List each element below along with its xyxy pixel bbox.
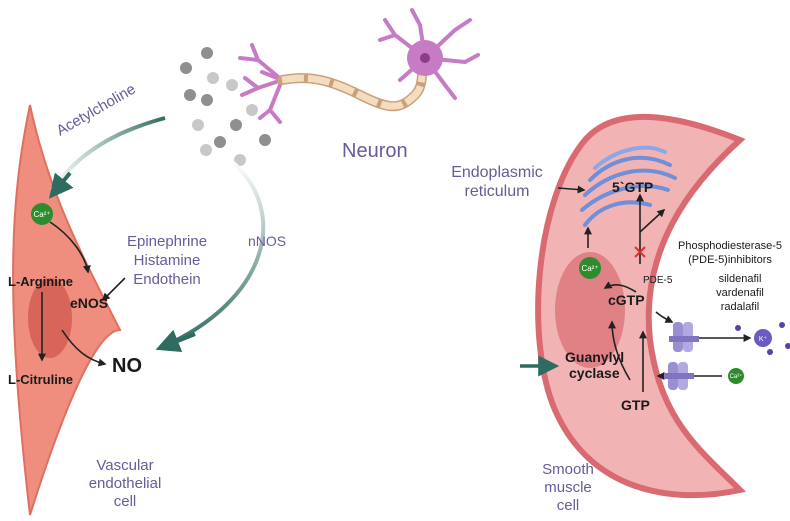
vascular-label-line2: endothelial: [89, 475, 162, 492]
acetylcholine-arrowhead: [48, 171, 74, 199]
smooth-label-line2: muscle: [544, 479, 592, 496]
calcium-ion-icon: Ca²⁺: [579, 257, 601, 279]
ion-channel-icon: [664, 362, 694, 390]
neurotransmitter-dots: [180, 47, 271, 166]
smooth-label-line1: Smooth: [542, 461, 594, 478]
endothein-label: Endothein: [133, 271, 201, 288]
epinephrine-label: Epinephrine: [127, 233, 207, 250]
gtp-label: GTP: [621, 397, 650, 413]
sildenafil-label: sildenafil: [719, 273, 762, 285]
l-arginine-label: L-Arginine: [8, 274, 73, 289]
cgtp-label: cGTP: [608, 292, 645, 308]
calcium-label-endothelial: Ca²⁺: [33, 210, 50, 219]
guanylyl-label-line2: cyclase: [569, 365, 620, 381]
er-label-line1: Endoplasmic: [451, 164, 543, 181]
potassium-ion-icon: K⁺: [735, 322, 790, 355]
nnos-label: nNOS: [248, 233, 286, 249]
endothelial-internal-arrows: [38, 221, 126, 367]
vascular-label-line3: cell: [114, 493, 137, 510]
no-label: NO: [112, 355, 142, 377]
l-citruline-label: L-Citruline: [8, 372, 73, 387]
calcium-label-outside: Ca²⁺: [730, 373, 743, 380]
enos-label: eNOS: [70, 295, 108, 311]
pde5-inhibitors-label-line2: (PDE-5)inhibitors: [688, 254, 772, 266]
vardenafil-label: vardenafil: [716, 287, 764, 299]
five-gtp-label: 5`GTP: [612, 179, 653, 195]
vascular-label-line1: Vascular: [96, 457, 153, 474]
pde5-label: PDE-5: [643, 275, 673, 286]
guanylyl-label-line1: Guanylyl: [565, 349, 624, 365]
endoplasmic-reticulum-icon: [580, 145, 677, 227]
calcium-ion-icon: Ca²⁺: [728, 368, 744, 384]
histamine-label: Histamine: [134, 252, 201, 269]
inhibition-x-icon: [634, 246, 646, 258]
neuron-icon: [180, 8, 480, 166]
er-label-line2: reticulum: [465, 183, 530, 200]
calcium-ion-icon: Ca²⁺: [31, 203, 53, 225]
radalafil-label: radalafil: [721, 301, 760, 313]
calcium-label-muscle: Ca²⁺: [581, 264, 598, 273]
pde5-inhibitors-label-line1: Phosphodiesterase-5: [678, 240, 782, 252]
nnos-arrowhead: [155, 329, 196, 353]
endothelial-nucleus: [28, 278, 72, 358]
muscle-nucleus: [555, 252, 625, 368]
smooth-muscle-cell: [535, 113, 747, 499]
nnos-arrow: [159, 158, 266, 350]
neuron-label: Neuron: [342, 140, 408, 162]
potassium-label: K⁺: [759, 336, 768, 343]
ion-channel-icon: [669, 322, 699, 352]
smooth-label-line3: cell: [557, 497, 580, 514]
